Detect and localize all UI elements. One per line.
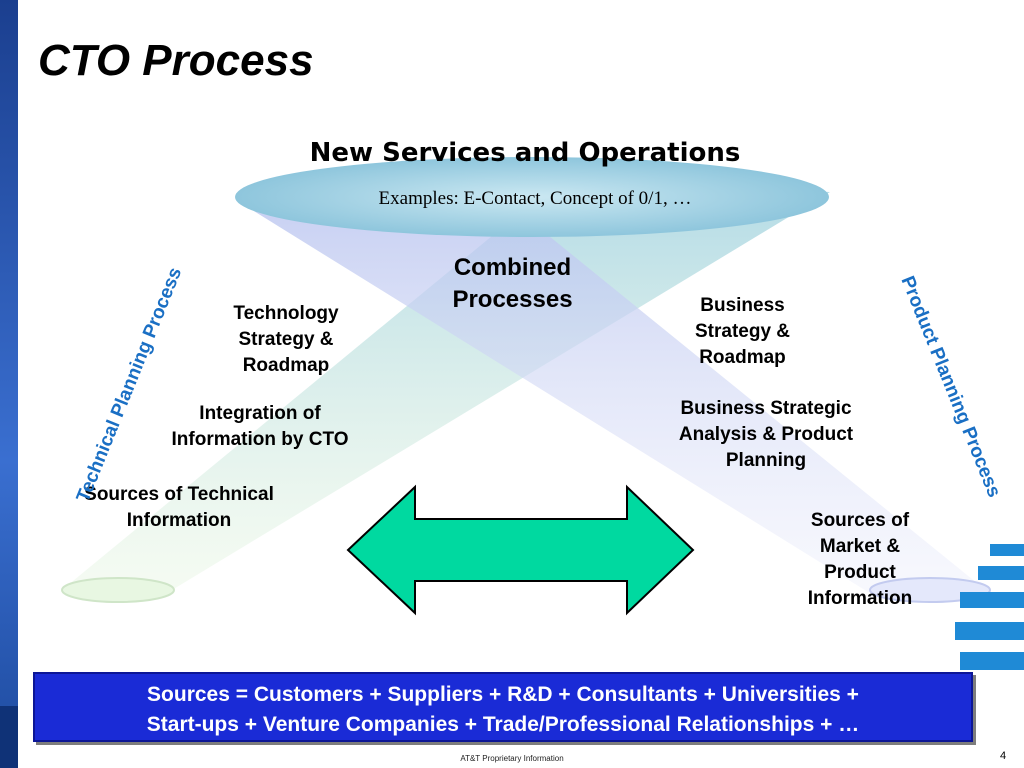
double-arrow-icon: [346, 484, 695, 616]
text-line: Analysis & Product: [678, 424, 854, 445]
examples-text: Examples: E-Contact, Concept of 0/1, …: [378, 188, 692, 209]
business-strategy-text: Business Strategy & Roadmap: [660, 293, 825, 371]
left-accent-bar: [0, 0, 18, 768]
heading-new-services: New Services and Operations: [309, 138, 741, 168]
sources-line-1: Sources = Customers + Suppliers + R&D + …: [147, 683, 859, 706]
combined-line-1: Combined: [453, 254, 572, 281]
technology-strategy-text: Technology Strategy & Roadmap: [200, 301, 372, 379]
business-analysis-text: Business Strategic Analysis & Product Pl…: [660, 396, 872, 474]
page-number: 4: [1000, 750, 1007, 762]
footer-text: AT&T Proprietary Information: [460, 754, 564, 763]
sources-line-2: Start-ups + Venture Companies + Trade/Pr…: [146, 713, 860, 736]
text-line: Information: [126, 510, 232, 531]
technical-sources-text: Sources of Technical Information: [64, 482, 294, 534]
text-line: Roadmap: [699, 347, 786, 368]
text-line: Sources of Technical: [84, 484, 274, 505]
text-line: Roadmap: [242, 355, 330, 376]
text-line: Product: [824, 562, 896, 583]
slide-title: CTO Process: [38, 36, 314, 85]
text-line: Strategy &: [238, 329, 334, 350]
text-line: Information by CTO: [171, 429, 349, 450]
market-sources-text: Sources of Market & Product Information: [790, 508, 930, 612]
top-ellipse: [235, 157, 829, 237]
text-line: Strategy &: [694, 321, 791, 342]
text-line: Business Strategic: [680, 398, 852, 419]
right-beam: [236, 180, 988, 592]
combined-processes-label: Combined Processes: [430, 252, 595, 316]
left-beam: [62, 180, 830, 590]
text-line: Integration of: [199, 403, 321, 424]
text-line: Market &: [819, 536, 901, 557]
integration-text: Integration of Information by CTO: [150, 401, 370, 453]
text-line: Sources of: [810, 510, 910, 531]
text-line: Information: [807, 588, 913, 609]
sources-box: Sources = Customers + Suppliers + R&D + …: [33, 672, 973, 742]
combined-line-2: Processes: [452, 286, 573, 313]
text-line: Technology: [233, 303, 339, 324]
text-line: Business: [700, 295, 785, 316]
bottom-accent-bar: [0, 706, 18, 768]
bottom-left-ellipse: [61, 577, 175, 603]
text-line: Planning: [725, 450, 807, 471]
globe-logo-icon: [955, 544, 1024, 670]
